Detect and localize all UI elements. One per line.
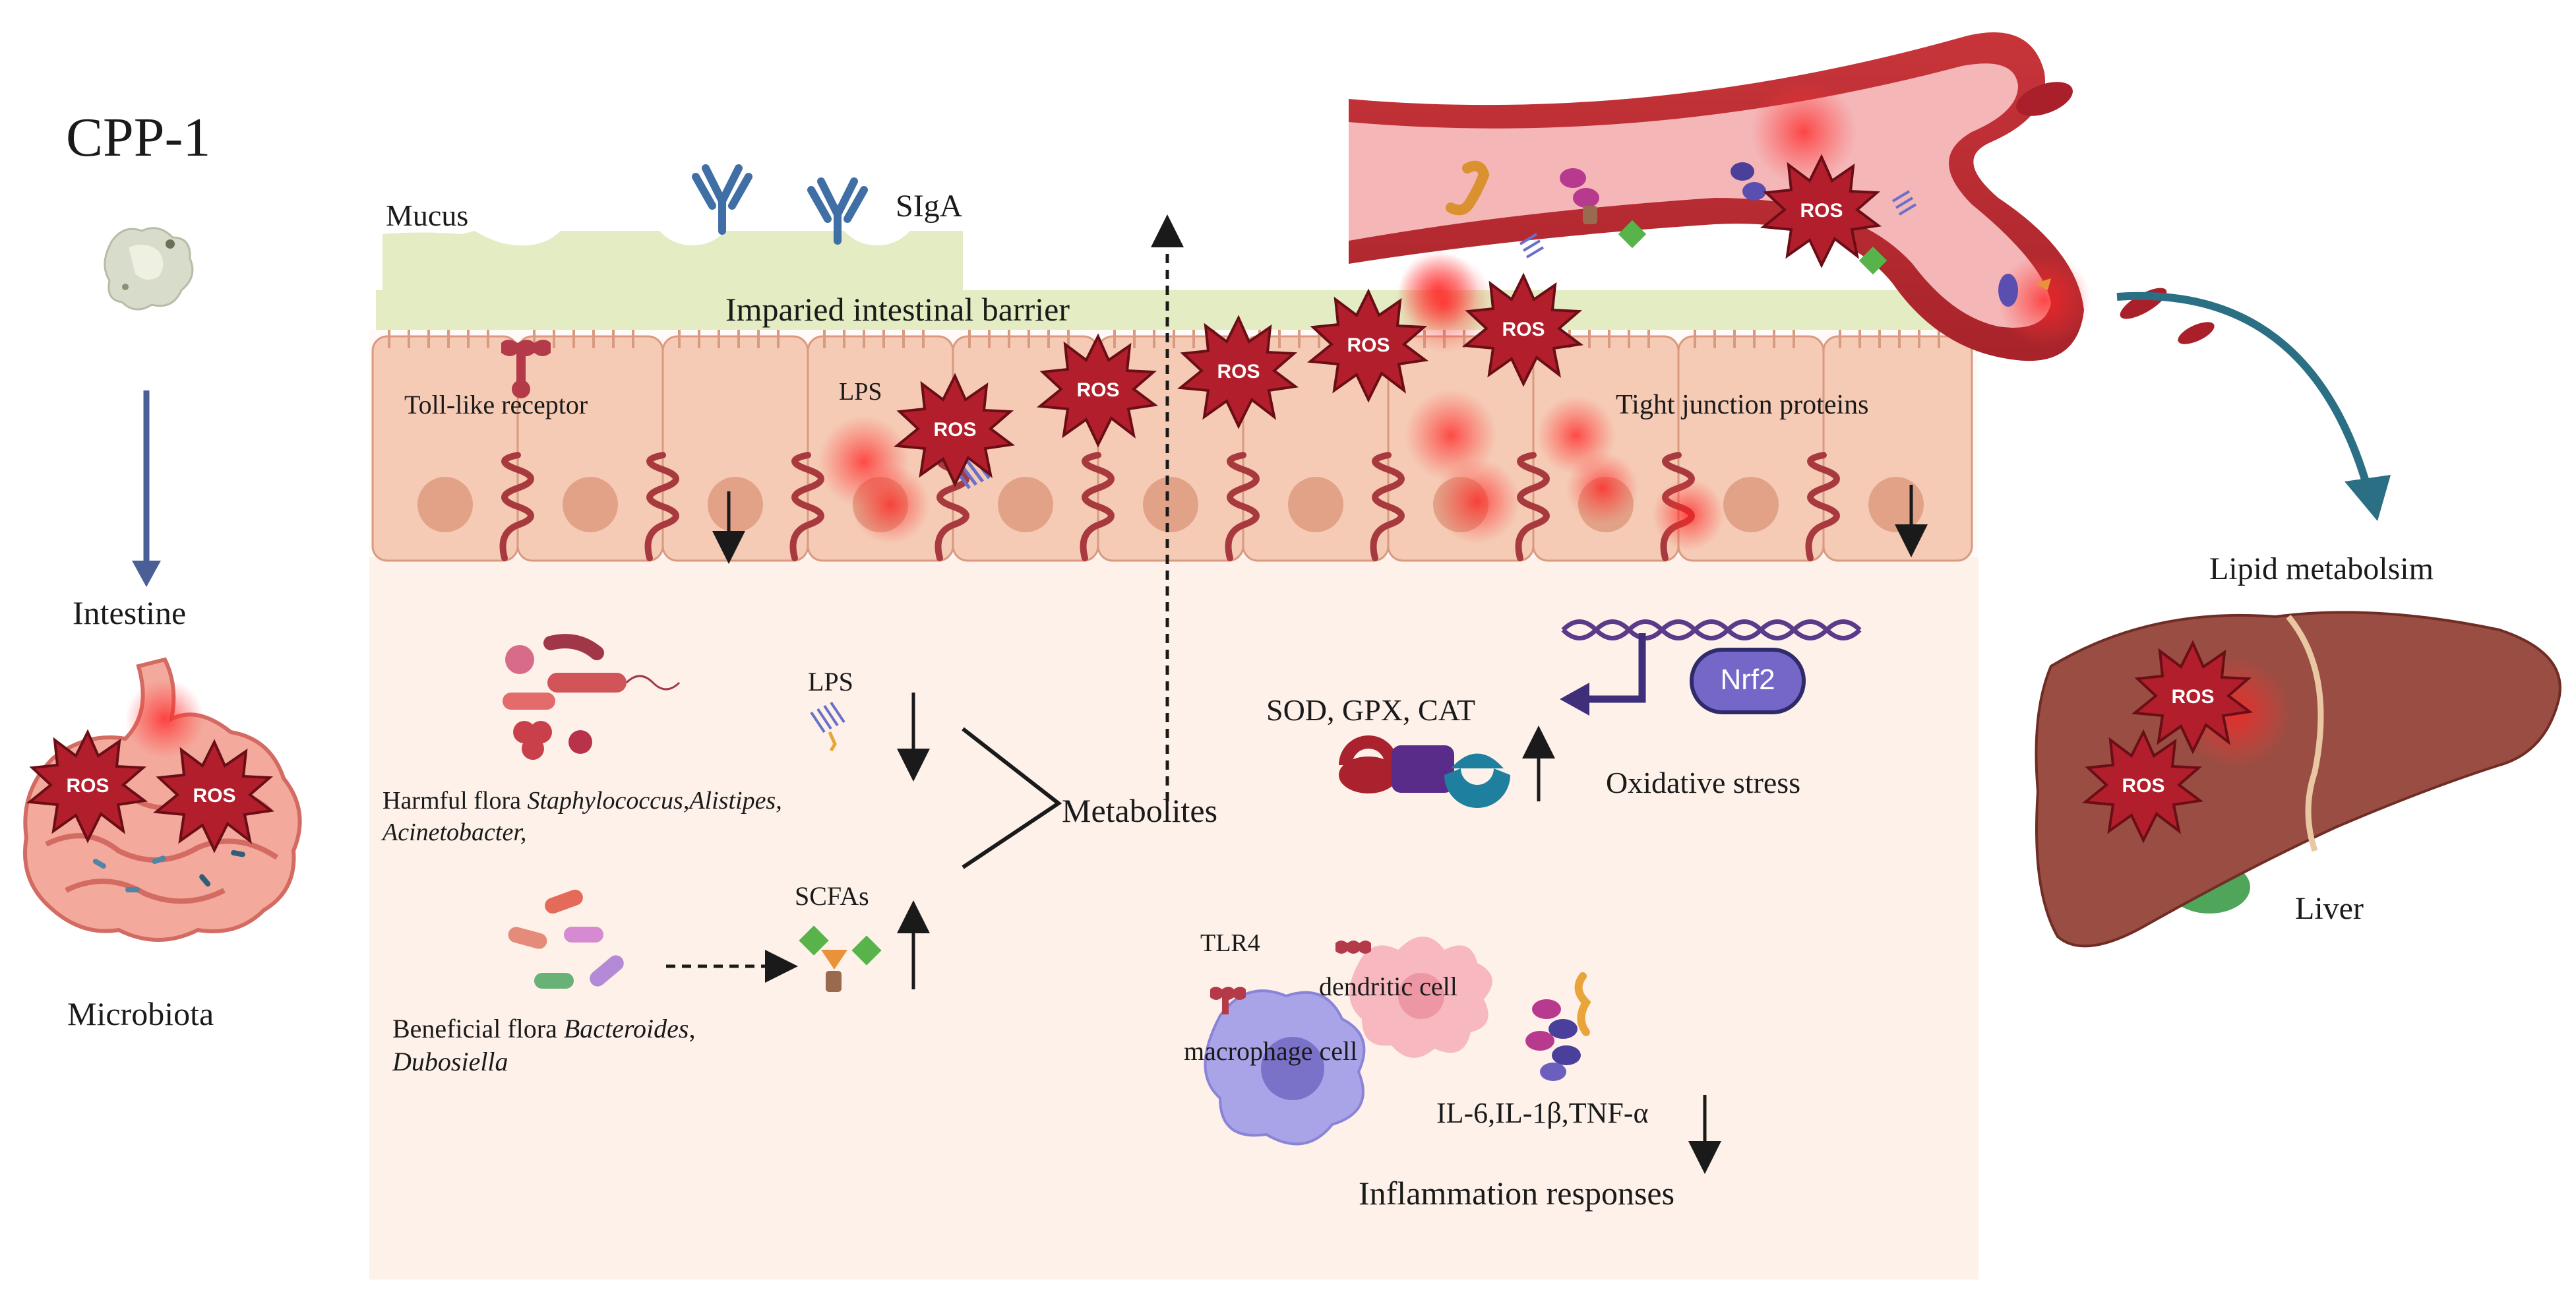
antioxidant-enzymes-icon [1339, 735, 1510, 808]
vessel-to-liver-arrow [2116, 292, 2391, 521]
tlr4-label: TLR4 [1200, 929, 1260, 957]
harmful-genera-1: Staphylococcus,Alistipes, [527, 787, 782, 815]
intestine-icon [23, 657, 302, 942]
tight-junction-label: Tight junction proteins [1616, 390, 1869, 420]
dna-icon [1561, 619, 1862, 640]
impaired-barrier-label: Imparied intestinal barrier [725, 291, 1070, 328]
harmful-flora-label: Harmful flora Staphylococcus,Alistipes, … [383, 785, 782, 848]
beneficial-flora-prefix: Beneficial flora [392, 1014, 564, 1043]
ros-label: ROS [1347, 334, 1390, 356]
cpp1-powder-icon [104, 227, 194, 311]
harmful-genera-2: Acinetobacter, [383, 819, 527, 846]
lps-small-icon [810, 701, 845, 752]
mucus-label: Mucus [386, 199, 469, 232]
beneficial-bacteria-icon [508, 889, 624, 989]
scfas-label: SCFAs [795, 881, 869, 911]
nrf2-activation-arrow [1586, 633, 1646, 703]
dendritic-receptor-icon [1335, 941, 1371, 954]
nrf2-label: Nrf2 [1720, 664, 1775, 696]
ros-label: ROS [66, 775, 109, 797]
ros-label: ROS [1502, 319, 1545, 340]
ros-label: ROS [1800, 200, 1843, 222]
toll-like-receptor-icon [501, 340, 551, 398]
dendritic-cell-icon [1349, 937, 1492, 1058]
ros-label: ROS [1076, 379, 1119, 401]
vessel-lps-icon [1519, 190, 1917, 259]
beneficial-flora-label: Beneficial flora Bacteroides, Dubosiella [392, 1012, 695, 1078]
ros-label: ROS [193, 785, 235, 807]
mucus-layer [376, 231, 1939, 330]
nrf2-badge [1690, 648, 1806, 714]
inflammation-label: Inflammation responses [1359, 1175, 1675, 1212]
harmful-bacteria-icon [503, 634, 681, 760]
metabolites-bracket [962, 727, 1062, 869]
ros-labels: ROS ROS ROS ROS ROS ROS ROS ROS ROS ROS [66, 200, 2214, 807]
beneficial-genera-1: Bacteroides [563, 1014, 689, 1043]
nrf2-arrowhead [1560, 683, 1589, 716]
cpp1-title: CPP-1 [66, 107, 211, 168]
antioxidants-label: SOD, GPX, CAT [1266, 693, 1475, 727]
lps-mid-label: LPS [808, 667, 853, 696]
ros-label: ROS [1217, 361, 1260, 383]
beneficial-comma: , [689, 1014, 696, 1043]
harmful-flora-prefix: Harmful flora [383, 787, 528, 815]
cpp1-to-intestine-arrow [132, 390, 161, 587]
metabolites-label: Metabolites [1062, 792, 1218, 829]
microbiota-label: Microbiota [67, 995, 214, 1032]
macrophage-cell-label: macrophage cell [1184, 1036, 1358, 1066]
lps-top-label: LPS [839, 378, 882, 406]
tlr-label: Toll-like receptor [404, 390, 588, 419]
macrophage-cell-icon [1204, 989, 1366, 1146]
tlr4-receptor-icon [1210, 987, 1246, 1014]
lipid-metabolism-label: Lipid metabolsim [2209, 551, 2434, 586]
sigA-antibody-icon [692, 164, 868, 245]
liver-label: Liver [2295, 891, 2364, 926]
sigA-label: SIgA [896, 189, 963, 224]
beneficial-genera-2: Dubosiella [392, 1047, 508, 1076]
ros-label: ROS [2122, 775, 2164, 797]
cytokines-label: IL-6,IL-1β,TNF-α [1436, 1097, 1649, 1129]
oxidative-stress-label: Oxidative stress [1606, 766, 1801, 799]
blood-vessel-icon [1349, 32, 2215, 361]
intestine-label: Intestine [73, 594, 187, 631]
ros-label: ROS [933, 419, 976, 441]
cytokines-icon [1525, 972, 1591, 1081]
ros-label: ROS [2171, 686, 2214, 708]
dendritic-cell-label: dendritic cell [1319, 972, 1457, 1001]
scfa-molecule-icon [799, 925, 882, 992]
